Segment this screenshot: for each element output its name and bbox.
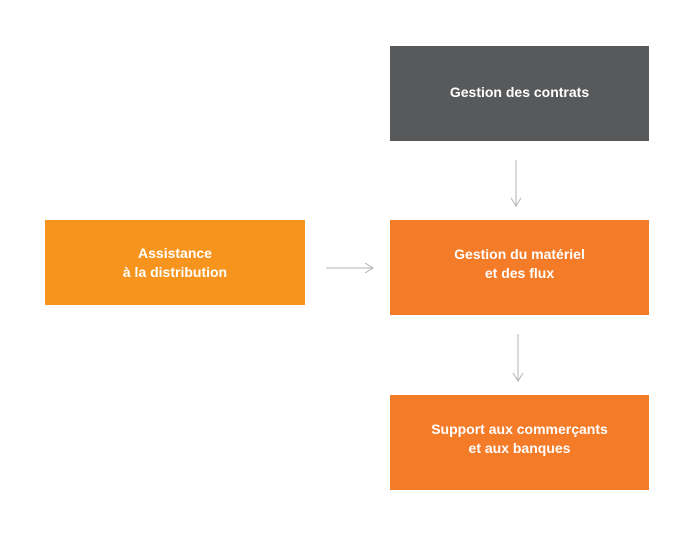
node-label: Assistance à la distribution	[123, 244, 227, 282]
node-label: Support aux commerçants et aux banques	[431, 420, 608, 458]
node-label: Gestion du matériel et des flux	[454, 245, 585, 283]
node-assistance-distribution: Assistance à la distribution	[45, 220, 305, 305]
arrow-materiel-to-support	[512, 334, 524, 382]
node-label-line: Gestion des contrats	[449, 84, 590, 100]
node-label: Gestion des contrats	[450, 83, 589, 102]
node-label-line: Support aux commerçants	[431, 420, 608, 437]
node-label-line: Gestion du matériel	[454, 245, 585, 262]
node-label-line: Assistance	[138, 244, 212, 261]
node-gestion-du-materiel: Gestion du matériel et des flux	[390, 220, 649, 315]
arrow-assistance-to-materiel	[326, 262, 374, 274]
arrow-contrats-to-materiel	[510, 160, 522, 207]
node-label-line: et aux banques	[468, 439, 571, 456]
node-label-line: et des flux	[484, 264, 555, 281]
node-label-line: à la distribution	[122, 263, 228, 280]
node-support-commercants: Support aux commerçants et aux banques	[390, 395, 649, 490]
node-gestion-des-contrats: Gestion des contrats	[390, 46, 649, 141]
